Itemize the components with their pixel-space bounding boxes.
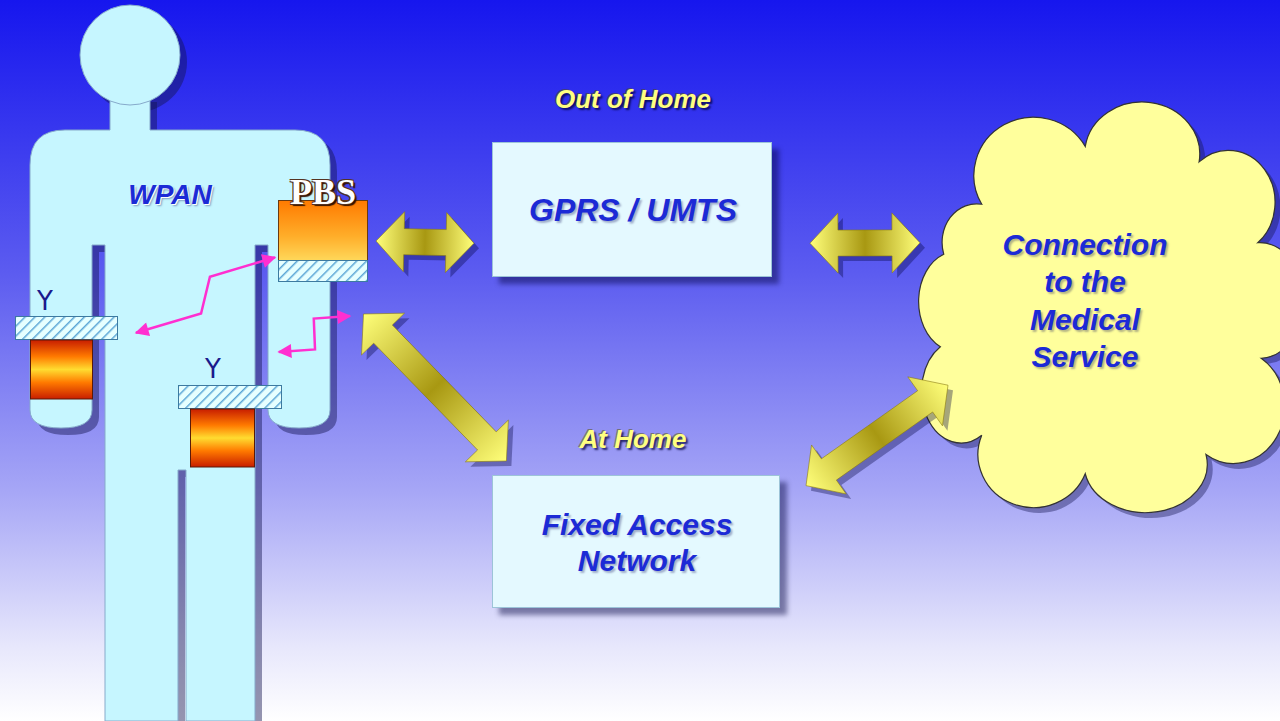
station-shape <box>278 200 368 282</box>
figure-head <box>80 5 180 105</box>
sensor-strap <box>16 317 118 340</box>
arrow-shadow <box>815 218 925 278</box>
human-figure: WPANPBSYY <box>0 0 340 721</box>
text-slot: Y <box>193 354 233 384</box>
connector-group <box>362 313 514 467</box>
station-label: PBS <box>290 171 356 213</box>
text-slot: WPAN <box>105 176 235 214</box>
connector-group <box>376 212 479 278</box>
link-arrow <box>362 313 509 462</box>
text-slot: GPRS / UMTS <box>493 143 773 278</box>
antenna-label: Y <box>37 288 53 314</box>
body-sensor: Y <box>15 316 118 400</box>
network-box: At HomeFixed Access Network <box>492 475 780 608</box>
cloud-outline <box>930 108 1275 493</box>
antenna-label: Y <box>205 356 221 382</box>
arrow-shadow <box>811 382 953 499</box>
location-heading: At Home <box>580 424 687 455</box>
text-slot: At Home <box>493 423 773 455</box>
network-box: Out of HomeGPRS / UMTS <box>492 142 772 277</box>
sensor-shape <box>15 316 118 400</box>
body-sensor: Y <box>178 385 282 468</box>
service-name: Connection to the Medical Service <box>993 226 1177 376</box>
radio-link <box>136 257 275 332</box>
service-cloud: Connection to the Medical Service <box>930 108 1275 493</box>
location-heading: Out of Home <box>555 84 711 115</box>
cloud-fill <box>919 102 1280 513</box>
network-name: GPRS / UMTS <box>529 191 737 229</box>
connector-group <box>810 213 925 278</box>
sensor-body <box>191 409 255 467</box>
station-strap <box>279 261 368 282</box>
text-slot: Fixed Access Network <box>493 476 781 609</box>
body-station-box: PBS <box>278 200 368 282</box>
radio-link <box>279 316 350 352</box>
sensor-shape <box>178 385 282 468</box>
arrow-shadow <box>381 217 479 278</box>
text-slot: Out of Home <box>493 81 773 117</box>
sensor-strap <box>179 386 282 409</box>
text-slot: Connection to the Medical Service <box>985 163 1185 438</box>
connector-group <box>806 377 953 499</box>
text-slot: PBS <box>266 170 380 214</box>
figure-body <box>30 95 330 721</box>
link-arrow <box>810 213 920 273</box>
arrow-shadow <box>367 318 514 467</box>
link-arrow <box>376 212 474 273</box>
link-arrow <box>806 377 948 494</box>
connector-group <box>279 316 350 352</box>
network-name: Fixed Access Network <box>501 507 773 579</box>
connector-group <box>136 257 275 332</box>
sensor-body <box>31 340 93 399</box>
text-slot: Y <box>25 286 65 316</box>
network-label: WPAN <box>128 179 211 211</box>
